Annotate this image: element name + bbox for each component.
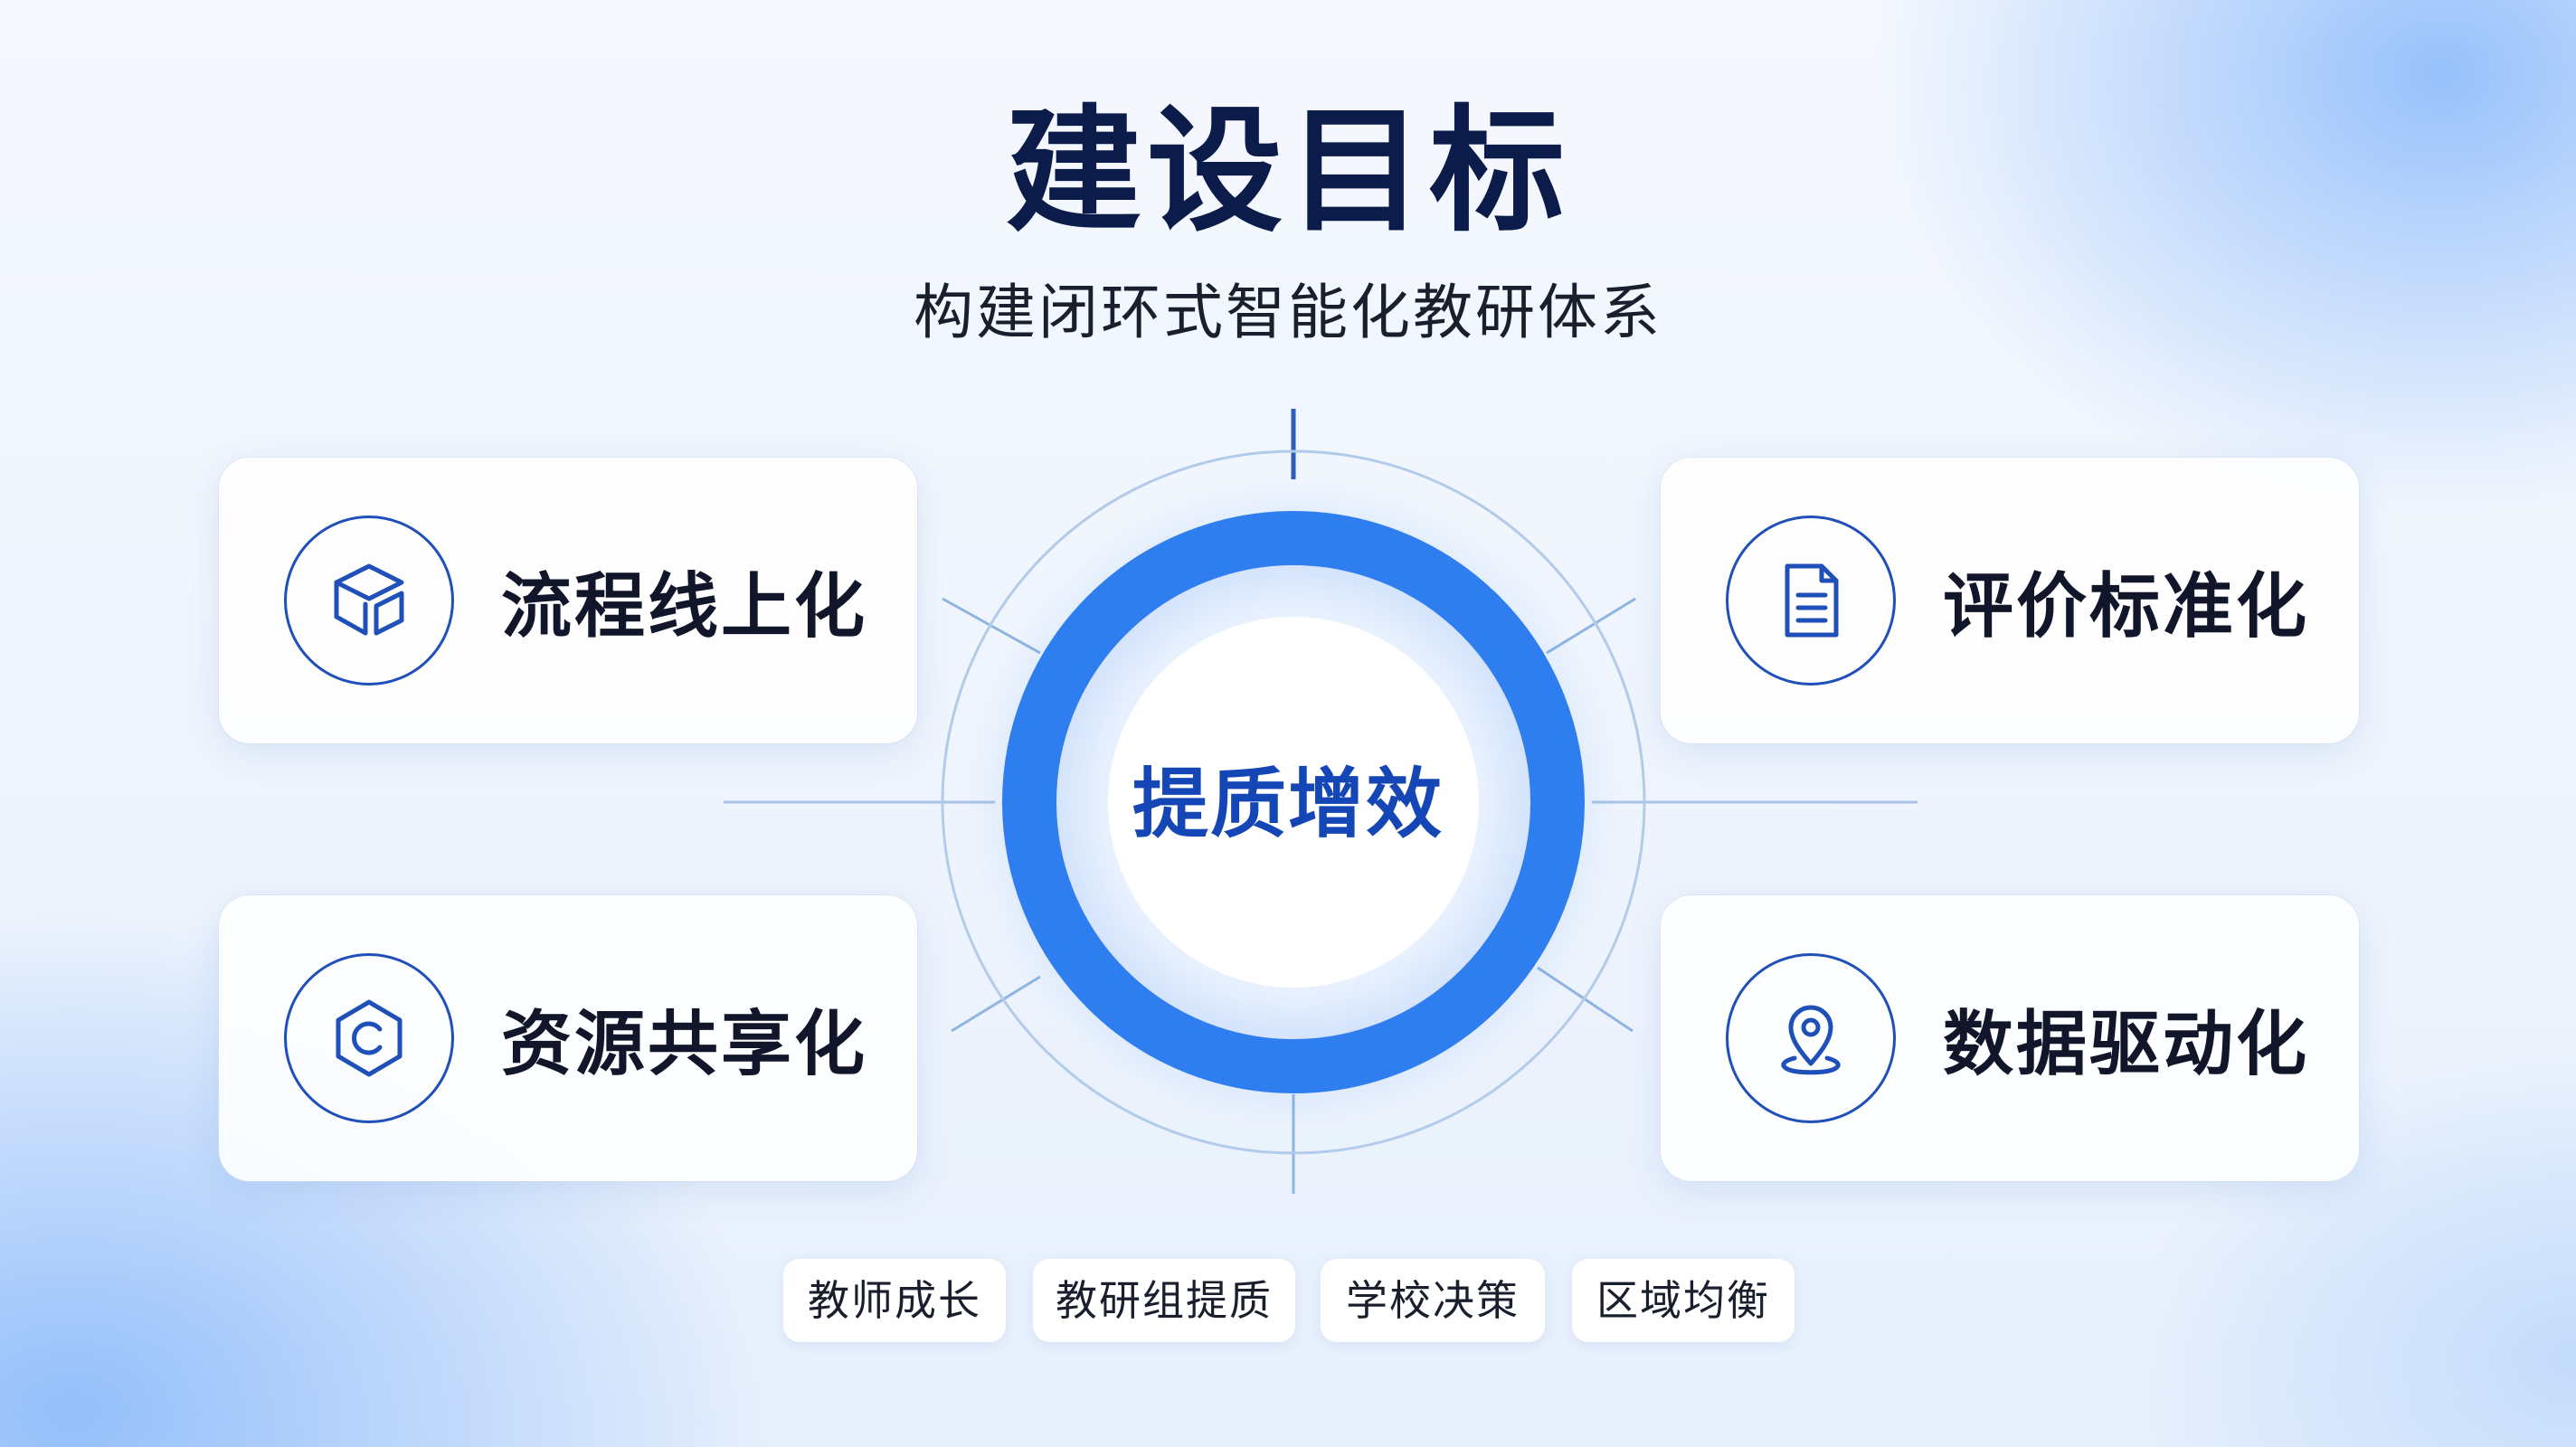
hub-label: 提质增效 xyxy=(1132,760,1444,848)
hexagon-c-icon xyxy=(284,953,454,1123)
page-title: 建设目标 xyxy=(1005,93,1570,251)
goal-card-evaluation-standard: 评价标准化 xyxy=(1661,458,2359,743)
goal-card-label: 评价标准化 xyxy=(1943,566,2310,648)
cube-icon xyxy=(284,515,454,686)
tag-school-decision: 学校决策 xyxy=(1321,1259,1545,1342)
goal-card-data-driven: 数据驱动化 xyxy=(1661,895,2359,1181)
goal-card-resource-sharing: 资源共享化 xyxy=(219,895,917,1181)
goal-card-label: 资源共享化 xyxy=(501,1004,868,1085)
page-subtitle: 构建闭环式智能化教研体系 xyxy=(914,278,1662,347)
hub-outer-ring xyxy=(941,449,1646,1155)
tag-regional-balance: 区域均衡 xyxy=(1572,1259,1795,1342)
goal-card-label: 数据驱动化 xyxy=(1943,1004,2310,1085)
document-icon xyxy=(1726,515,1896,686)
goal-card-label: 流程线上化 xyxy=(501,566,868,648)
location-pin-icon xyxy=(1726,953,1896,1123)
hub-inner-disk xyxy=(1108,617,1479,988)
goal-card-process-online: 流程线上化 xyxy=(219,458,917,743)
tag-teacher-growth: 教师成长 xyxy=(783,1259,1006,1342)
tag-research-group: 教研组提质 xyxy=(1033,1259,1295,1342)
